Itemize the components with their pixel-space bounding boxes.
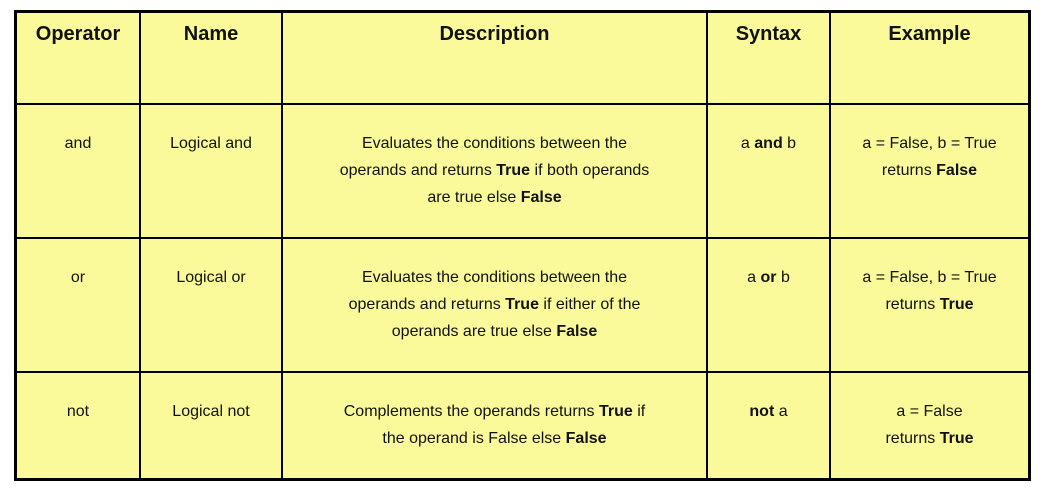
cell-not-operator: not [17,371,141,478]
header-cell-syntax: Syntax [708,13,831,103]
header-cell-description: Description [283,13,708,103]
logical-operators-table: Operator Name Description Syntax Example… [14,10,1031,481]
cell-and-operator: and [17,103,141,237]
cell-not-syntax: not a [708,371,831,478]
cell-and-syntax: a and b [708,103,831,237]
cell-not-description: Complements the operands returns True if… [283,371,708,478]
cell-or-operator: or [17,237,141,371]
cell-or-syntax: a or b [708,237,831,371]
cell-or-name: Logical or [141,237,283,371]
header-cell-operator: Operator [17,13,141,103]
cell-not-name: Logical not [141,371,283,478]
header-cell-name: Name [141,13,283,103]
header-cell-example: Example [831,13,1028,103]
cell-and-name: Logical and [141,103,283,237]
